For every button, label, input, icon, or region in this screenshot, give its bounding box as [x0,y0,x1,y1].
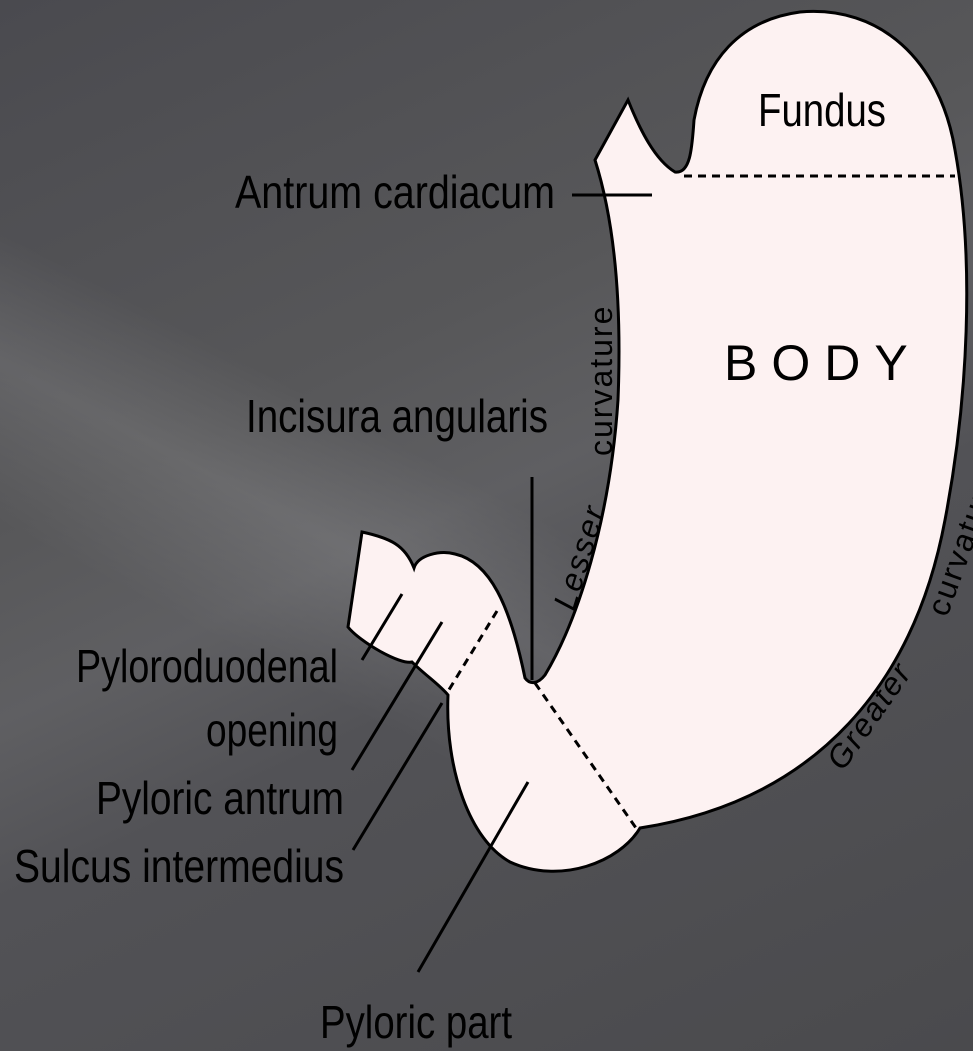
label-pyloric-part: Pyloric part [320,996,512,1048]
label-lesser-curvature-b: curvature [583,305,619,456]
label-pyloric-antrum: Pyloric antrum [96,772,344,824]
label-pyloroduodenal-line1: Pyloroduodenal [76,640,338,692]
label-incisura-angularis: Incisura angularis [246,390,548,442]
label-antrum-cardiacum: Antrum cardiacum [235,166,555,218]
label-sulcus-intermedius: Sulcus intermedius [14,840,344,892]
label-fundus: Fundus [758,84,886,136]
label-body: BODY [724,335,922,391]
sulcus-intermedius-leader [353,703,442,850]
label-pyloroduodenal-line2: opening [206,704,338,756]
